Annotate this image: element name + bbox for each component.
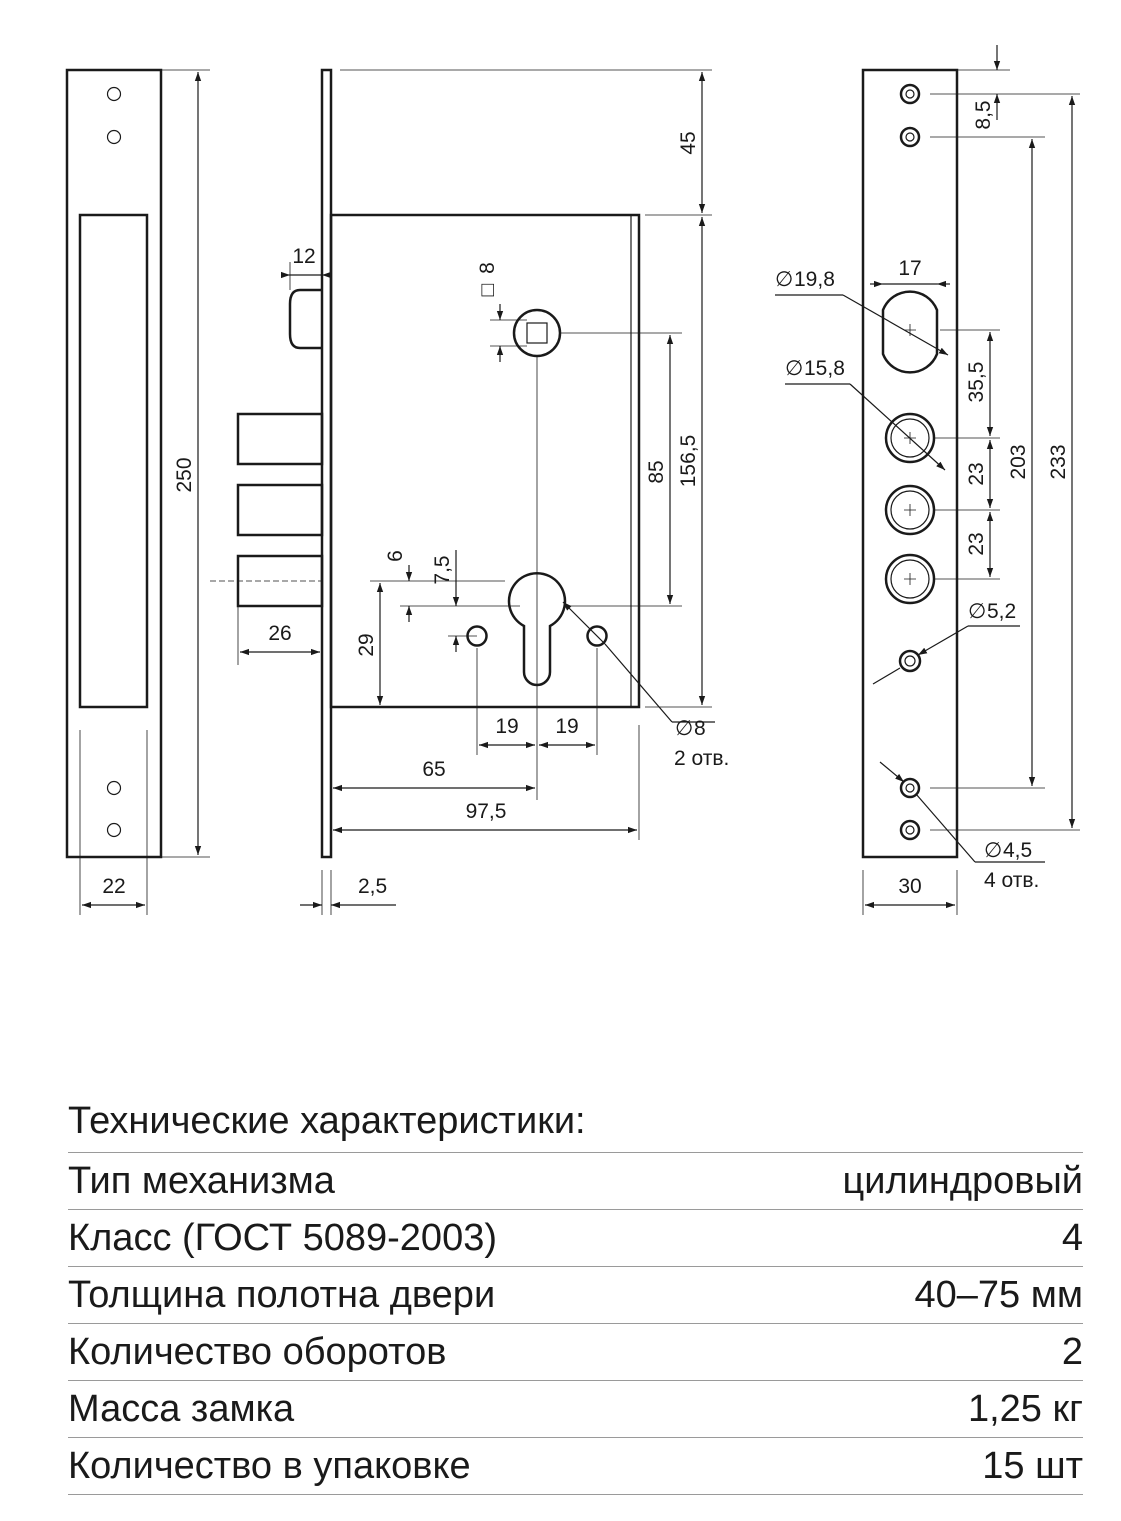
dim-top-gap: 45	[677, 131, 700, 154]
dim-latch-width: 12	[292, 245, 315, 268]
dim-spindle-square: 8	[476, 262, 499, 274]
faceplate-left: 250 22	[65, 68, 210, 915]
spec-value: цилиндровый	[842, 1159, 1083, 1202]
dim-small-hole-diameter-symbol: ∅	[968, 600, 986, 623]
spec-label: Масса замка	[68, 1387, 295, 1430]
faceplate-right: 8,5 203 233 17 ∅ 19,8 35,5 23 23	[775, 45, 1080, 915]
dim-cylinder-offset-2: 7,5	[431, 555, 454, 584]
spec-value: 4	[1061, 1216, 1083, 1259]
dim-gap-1: 35,5	[965, 362, 988, 403]
spec-label: Количество оборотов	[68, 1330, 447, 1373]
dim-hole-spacing-left: 19	[495, 715, 518, 738]
spec-value: 1,25 кг	[967, 1387, 1083, 1430]
dim-height-total: 156,5	[677, 435, 700, 488]
lock-drawing: 250 22 45 15	[65, 45, 1080, 915]
dim-cylinder-offset-1: 6	[384, 550, 407, 562]
spec-label: Класс (ГОСТ 5089-2003)	[68, 1216, 497, 1259]
dim-bolt-diameter: 15,8	[804, 357, 845, 380]
dim-screw-outer: 233	[1047, 444, 1070, 479]
dim-bolt-throw: 26	[268, 622, 291, 645]
specs-title: Технические характеристики:	[68, 1090, 1083, 1153]
dim-cutout-diameter: 19,8	[794, 268, 835, 291]
dim-bolt-pitch-2: 23	[965, 532, 988, 555]
lock-body-view: 45 156,5 85 12 □ 8 26 29	[210, 68, 729, 915]
dim-cutout-diameter-symbol: ∅	[775, 268, 793, 291]
dim-backset: 65	[422, 758, 445, 781]
dim-spindle-symbol: □	[476, 283, 499, 296]
dim-small-hole-diameter: 5,2	[987, 600, 1016, 623]
dim-faceplate-height: 250	[173, 457, 196, 492]
spec-label: Количество в упаковке	[68, 1444, 471, 1487]
spec-label: Толщина полотна двери	[68, 1273, 496, 1316]
spec-row: Тип механизма цилиндровый	[68, 1153, 1083, 1210]
dim-hole-diameter: 8	[694, 717, 706, 740]
spec-value: 40–75 мм	[914, 1273, 1083, 1316]
spec-row: Класс (ГОСТ 5089-2003) 4	[68, 1210, 1083, 1267]
dim-bolt-pitch-1: 23	[965, 462, 988, 485]
dim-hole-diameter-symbol: ∅	[675, 717, 693, 740]
dim-hole-count: 2 отв.	[674, 747, 729, 770]
dim-bolt-diameter-symbol: ∅	[785, 357, 803, 380]
dim-faceplate-right-width: 30	[898, 875, 921, 898]
spec-row: Масса замка 1,25 кг	[68, 1381, 1083, 1438]
dim-faceplate-width: 22	[102, 875, 125, 898]
spec-row: Количество в упаковке 15 шт	[68, 1438, 1083, 1495]
dim-handle-to-cylinder: 85	[645, 460, 668, 483]
spec-value: 2	[1061, 1330, 1083, 1373]
spec-value: 15 шт	[982, 1444, 1083, 1487]
dim-screw-inner: 203	[1007, 444, 1030, 479]
dim-cylinder-height: 29	[355, 633, 378, 656]
dim-screw-hole-count: 4 отв.	[984, 869, 1039, 892]
dim-top-offset: 8,5	[972, 100, 995, 129]
spec-label: Тип механизма	[68, 1159, 335, 1202]
dim-screw-hole-diameter-symbol: ∅	[984, 839, 1002, 862]
spec-row: Количество оборотов 2	[68, 1324, 1083, 1381]
dim-plate-thickness: 2,5	[358, 875, 387, 898]
dim-cutout-width: 17	[898, 257, 921, 280]
dim-screw-hole-diameter: 4,5	[1003, 839, 1032, 862]
dim-body-depth: 97,5	[466, 800, 507, 823]
dim-hole-spacing-right: 19	[555, 715, 578, 738]
spec-row: Толщина полотна двери 40–75 мм	[68, 1267, 1083, 1324]
specs-table: Технические характеристики: Тип механизм…	[68, 1090, 1083, 1495]
